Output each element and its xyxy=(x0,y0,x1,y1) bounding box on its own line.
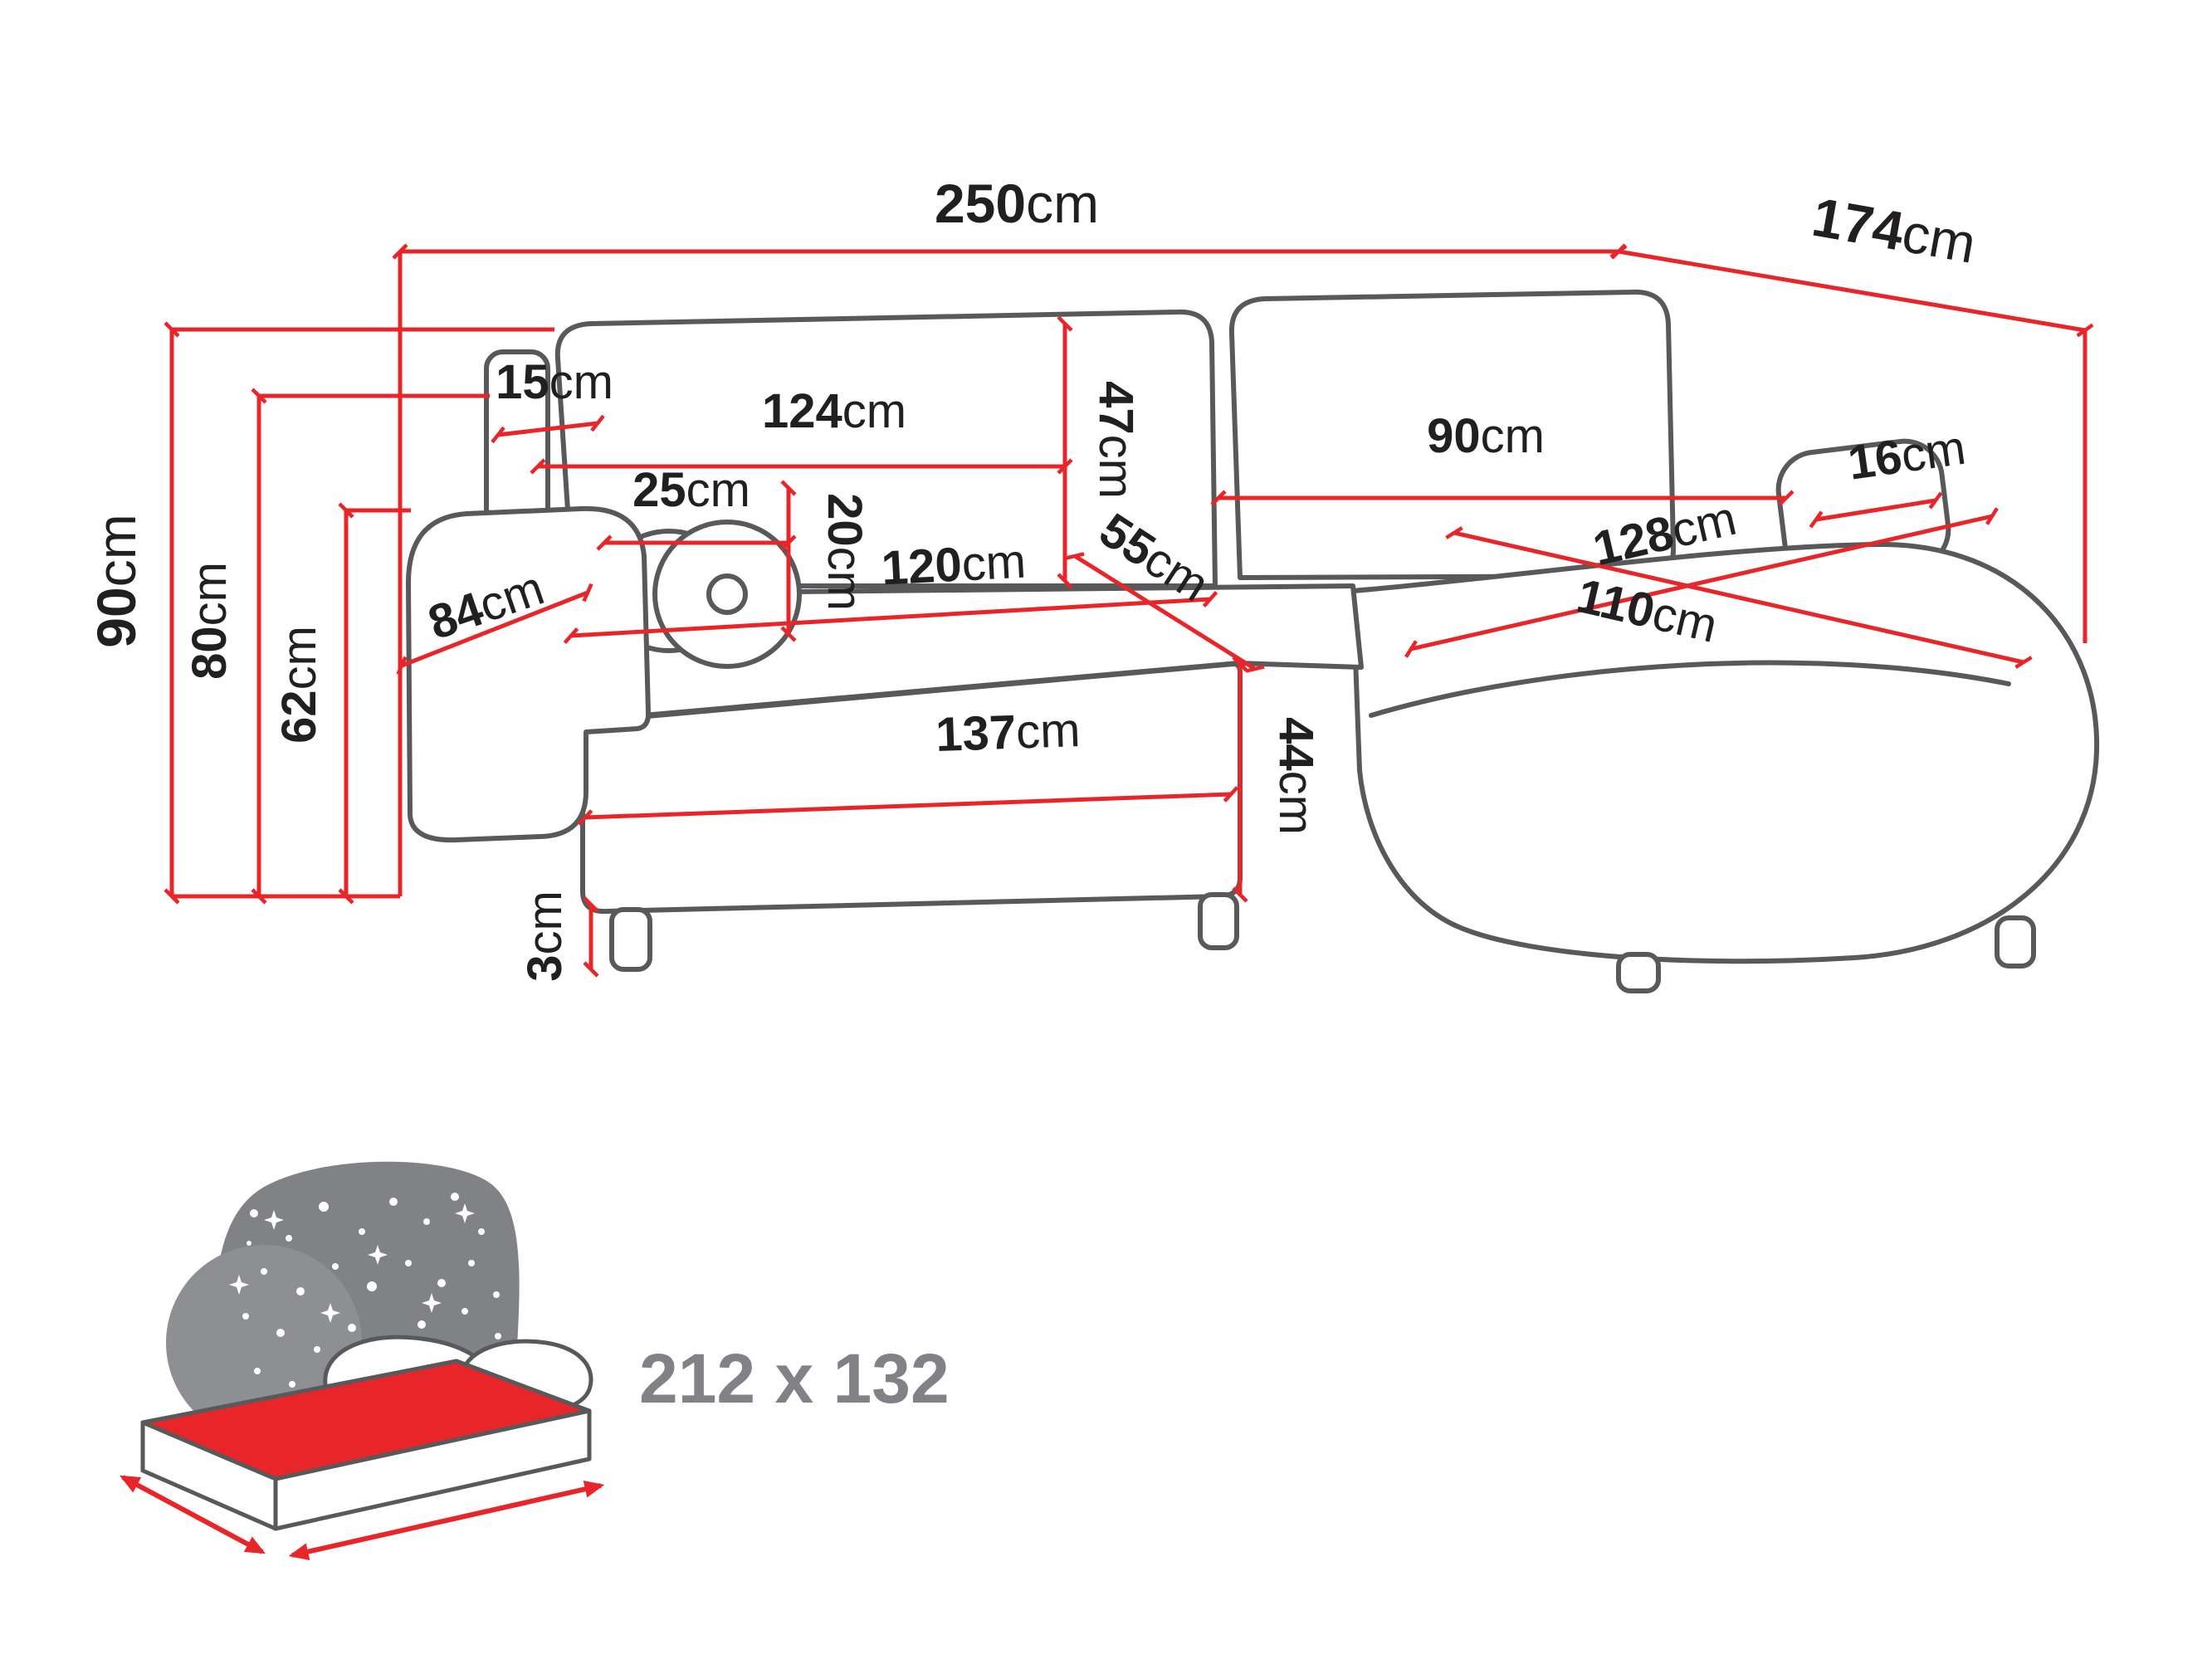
dim-line-front-width xyxy=(577,786,1239,826)
dim-label-backrest-top: 15cm xyxy=(496,355,613,409)
dim-label-seat-width: 120cm xyxy=(880,534,1027,596)
dim-label-back-cushion-left: 124cm xyxy=(762,384,906,438)
leg xyxy=(1616,952,1661,993)
dim-label-backrest-height: 80cm xyxy=(183,562,237,680)
bed-length-arrow xyxy=(288,1481,605,1560)
bolster-pillow-center xyxy=(706,573,748,615)
dim-label-back-cushion-height: 47cm xyxy=(1089,381,1143,499)
dim-label-total-width: 250cm xyxy=(935,173,1099,234)
bed-width-arrow xyxy=(120,1475,266,1554)
dim-label-armrest-height: 62cm xyxy=(272,626,326,744)
dim-line-chaise-width xyxy=(1445,526,2033,669)
dim-label-front-width: 137cm xyxy=(935,703,1081,762)
sofa-drawing xyxy=(406,289,2100,993)
stars xyxy=(229,1193,501,1388)
leg xyxy=(1995,915,2036,969)
dimension-lines xyxy=(164,243,2094,978)
dim-label-front-height: 44cm xyxy=(1269,717,1323,835)
dim-label-right-armrest: 16cm xyxy=(1845,421,1970,490)
leg xyxy=(609,907,652,972)
dim-label-total-depth: 174cm xyxy=(1808,186,1980,275)
dim-line-seat-depth xyxy=(1065,552,1265,673)
sleeping-area-size: 212 x 132 xyxy=(639,1339,950,1417)
leg xyxy=(1198,892,1239,950)
dim-label-back-cushion-right: 90cm xyxy=(1427,409,1545,463)
bed-size-arrows xyxy=(120,1475,605,1560)
dim-label-leg-height: 3cm xyxy=(518,890,572,982)
dim-label-bolster-height: 20cm xyxy=(818,493,872,611)
dim-line-left-armrest xyxy=(396,583,593,676)
dim-label-bolster-width: 25cm xyxy=(632,463,750,517)
chaise xyxy=(1350,541,2100,964)
dim-line-total-depth xyxy=(1609,244,2094,338)
dim-line-backrest-top xyxy=(491,414,605,444)
sleeping-area-icon xyxy=(120,1161,605,1560)
dim-label-total-height: 90cm xyxy=(85,514,147,647)
back-cushion-left xyxy=(554,309,1218,588)
